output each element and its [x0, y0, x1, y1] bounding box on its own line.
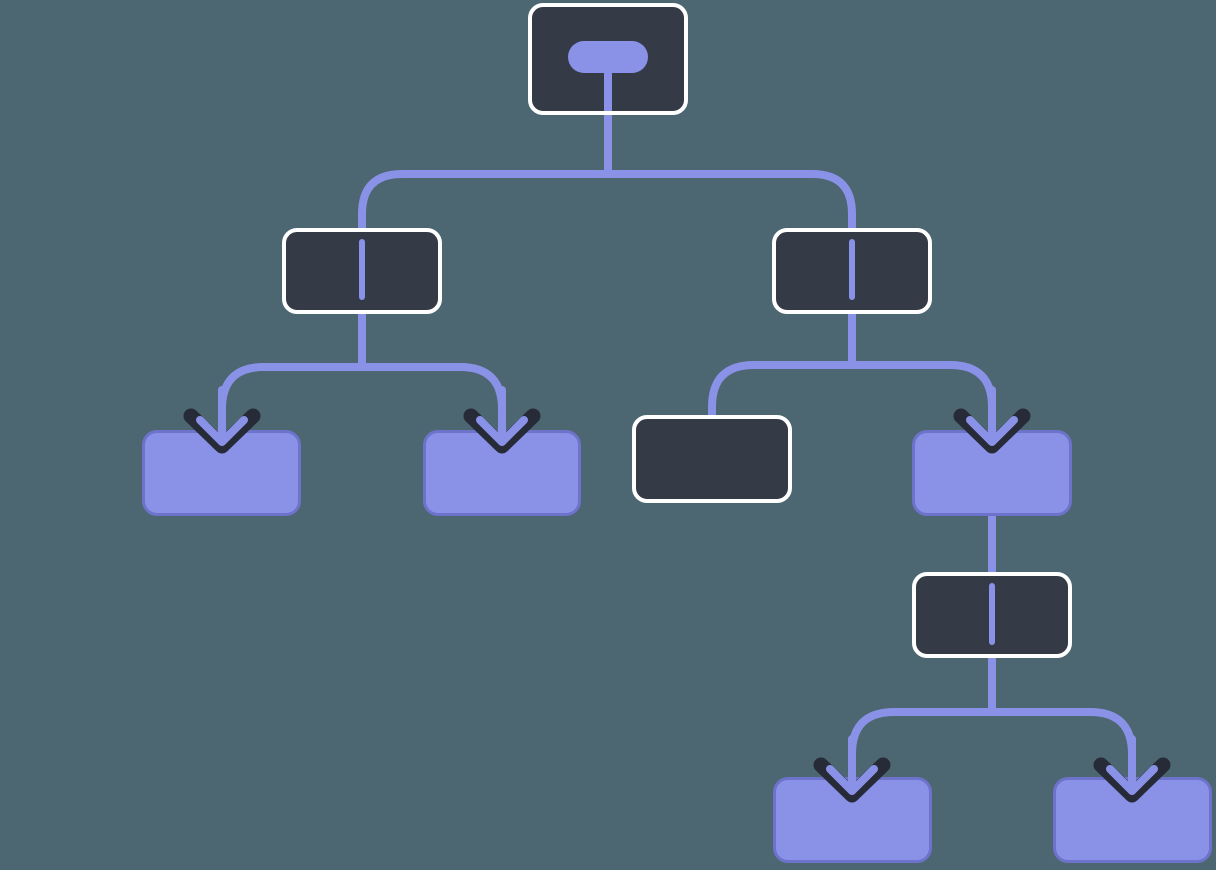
arrow-down-icon	[1093, 735, 1171, 803]
arrow-down-icon	[183, 386, 261, 454]
edge-level1-split	[358, 170, 856, 234]
line-placeholder	[849, 239, 855, 300]
line-placeholder	[989, 583, 995, 645]
edge-level2-right-split	[708, 361, 996, 421]
arrowhead-icon	[476, 386, 528, 446]
arrowhead-icon	[826, 735, 878, 795]
edge-level2-left-split	[218, 363, 506, 414]
arrowhead-icon	[966, 386, 1018, 446]
pill-stem	[604, 71, 612, 111]
pill-placeholder	[568, 41, 648, 73]
node-right-plain[interactable]	[632, 415, 792, 503]
edge-level4-split	[848, 708, 1136, 760]
node-branch-right[interactable]	[772, 228, 932, 314]
arrowhead-icon	[1106, 735, 1158, 795]
arrow-down-icon	[463, 386, 541, 454]
arrowhead-icon	[196, 386, 248, 446]
node-sub-branch[interactable]	[912, 572, 1072, 658]
arrow-down-icon	[953, 386, 1031, 454]
node-root[interactable]	[528, 3, 688, 115]
line-placeholder	[359, 239, 365, 300]
node-branch-left[interactable]	[282, 228, 442, 314]
arrow-down-icon	[813, 735, 891, 803]
